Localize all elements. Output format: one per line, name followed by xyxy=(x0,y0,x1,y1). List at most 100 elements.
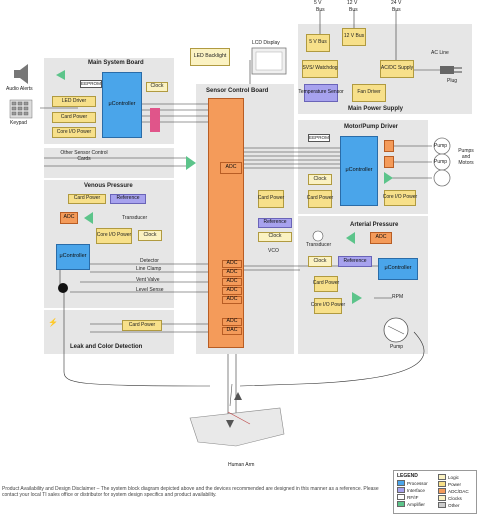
arterial-core-io-power: Core I/O Power xyxy=(311,298,345,314)
venous-reference: Reference xyxy=(110,194,146,204)
venous-card-power: Card Power xyxy=(68,194,106,204)
arterial-reference: Reference xyxy=(338,256,372,267)
venous-core-io-power: Core I/O Power xyxy=(96,228,132,244)
arterial-pump-icon xyxy=(383,317,409,343)
human-arm-icon xyxy=(189,383,285,447)
legend-item: Processor xyxy=(397,480,428,486)
venous-pressure-title: Venous Pressure xyxy=(84,183,133,189)
motor-driver-1 xyxy=(384,140,394,152)
lcd-display-icon xyxy=(251,47,287,75)
pump-icons xyxy=(433,137,451,187)
legend-swatch xyxy=(438,488,446,494)
motor-microcontroller: μController xyxy=(340,136,378,206)
leak-emitter-icon: ⚡ xyxy=(48,318,58,327)
arterial-card-power: Card Power xyxy=(313,276,339,292)
arterial-amplifier-icon xyxy=(346,232,355,244)
legend: LEGEND Processor Logic Interface Power R… xyxy=(393,470,477,514)
venous-amplifier-icon xyxy=(84,212,93,224)
sensor-adc-v3: ADC xyxy=(222,278,242,286)
venous-adc: ADC xyxy=(60,212,78,224)
venous-level-sense-label: Level Sense xyxy=(136,287,164,293)
legend-item: Clocks xyxy=(438,495,462,501)
legend-item: Logic xyxy=(438,474,459,480)
legend-item: Other xyxy=(438,502,460,508)
pump-label-2: Pump xyxy=(434,159,448,165)
legend-swatch xyxy=(397,480,405,486)
main-amplifier-icon xyxy=(56,70,65,80)
main-power-supply-title: Main Power Supply xyxy=(348,106,404,112)
keypad-icon xyxy=(9,99,33,119)
transducer-icon xyxy=(312,230,324,242)
bus-12v-label: 12 V xyxy=(347,0,358,6)
sensor-adc: ADC xyxy=(220,162,242,174)
arterial-pump-label: Pump xyxy=(390,344,404,350)
legend-title: LEGEND xyxy=(397,473,418,479)
motor-eeprom: EEPROM xyxy=(308,134,330,142)
main-microcontroller: μController xyxy=(102,72,142,138)
legend-item: ADC/DAC xyxy=(438,488,469,494)
leak-card-power: Card Power xyxy=(122,320,162,331)
arterial-rpm-amplifier-icon xyxy=(352,292,362,304)
sensor-reference: Reference xyxy=(258,218,292,228)
venous-transducer-label: Transducer xyxy=(122,215,148,221)
disclaimer: Product Availability and Design Disclaim… xyxy=(2,486,379,499)
sensor-board-core xyxy=(208,98,244,348)
venous-vent-valve-label: Vent Valve xyxy=(136,277,160,283)
keypad-label: Keypad xyxy=(10,120,27,126)
legend-swatch xyxy=(438,474,446,480)
leak-detection-title: Leak and Color Detection xyxy=(70,344,143,350)
legend-swatch xyxy=(438,495,446,501)
main-card-power: Card Power xyxy=(52,112,96,123)
legend-swatch xyxy=(397,494,405,500)
arterial-microcontroller: μController xyxy=(378,258,418,280)
arterial-pressure-title: Arterial Pressure xyxy=(350,222,399,228)
sensor-adc-v5: ADC xyxy=(222,296,242,304)
plug-label: Plug xyxy=(447,78,458,84)
sensor-adc-v4: ADC xyxy=(222,287,242,295)
legend-item: RF/IF xyxy=(397,494,418,500)
motor-amplifier-icon xyxy=(384,172,393,184)
acdc-supply: AC/DC Supply xyxy=(380,60,414,78)
bus-5v-sub: Bus xyxy=(316,7,325,13)
legend-swatch xyxy=(397,487,405,493)
sensor-adc-leak: ADC xyxy=(222,318,242,326)
motor-core-io-power: Core I/O Power xyxy=(383,190,417,206)
motor-clock: Clock xyxy=(308,174,332,185)
main-core-io-power: Core I/O Power xyxy=(52,127,96,138)
other-sensor-panel xyxy=(44,148,174,178)
sensor-vco: VCO xyxy=(268,248,279,254)
speaker-icon xyxy=(14,64,28,84)
human-arm-label: Human Arm xyxy=(228,462,255,468)
sensor-dac-leak: DAC xyxy=(222,327,242,335)
fan-driver: Fan Driver xyxy=(352,84,386,102)
rpm-label: RPM xyxy=(392,294,404,300)
legend-swatch xyxy=(438,502,446,508)
sensor-control-board-title: Sensor Control Board xyxy=(206,88,269,94)
sensor-clock: Clock xyxy=(258,232,292,242)
motor-pump-title: Motor/Pump Driver xyxy=(344,124,399,130)
other-sensor-label: Other Sensor Control Cards xyxy=(60,150,108,162)
sensor-adc-v2: ADC xyxy=(222,269,242,277)
arterial-adc: ADC xyxy=(370,232,392,244)
plug-icon xyxy=(440,66,462,74)
main-clock: Clock xyxy=(146,82,168,92)
temperature-sensor: Temperature Sensor xyxy=(298,84,344,102)
bus-24v-sub: Bus xyxy=(392,7,401,13)
arterial-clock: Clock xyxy=(308,256,332,267)
motor-driver-2 xyxy=(384,156,394,168)
legend-swatch xyxy=(397,501,405,507)
interface-bar xyxy=(150,108,160,132)
venous-detector-label: Detector xyxy=(140,258,159,264)
main-eeprom: EEPROM xyxy=(80,80,102,88)
venous-clock: Clock xyxy=(138,230,162,241)
led-backlight: LED Backlight xyxy=(190,48,230,66)
bus-5v-block: 5 V Bus xyxy=(306,34,330,52)
sensor-adc-v1: ADC xyxy=(222,260,242,268)
legend-item: Power xyxy=(438,481,461,487)
ac-line-label: AC Line xyxy=(431,50,449,56)
pumps-motors-label: Pumps and Motors xyxy=(458,148,474,166)
sensor-amplifier-icon xyxy=(186,156,196,170)
bus-12v-block: 12 V Bus xyxy=(342,28,366,46)
